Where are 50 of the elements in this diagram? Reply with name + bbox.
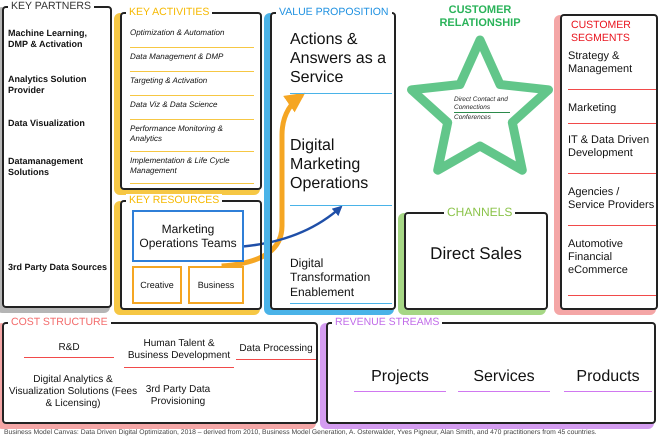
underlined-item [568, 102, 656, 124]
item-text: Actions & Answers as a Service [290, 30, 388, 88]
item-text: Optimization & Automation [130, 28, 224, 38]
item-text: 3rd Party Data Sources [8, 262, 108, 273]
item-text: Agencies / Service Providers [568, 186, 656, 212]
item-text: Data Visualization [8, 118, 85, 129]
item-text: Human Talent & Business Development [126, 338, 232, 362]
underlined-item [130, 124, 254, 152]
underlined-item [130, 52, 254, 72]
curved-arrow [244, 206, 343, 248]
item-text: Data Viz & Data Science [130, 100, 218, 110]
underlined-item [130, 156, 254, 184]
item-text: Data Processing [239, 342, 313, 354]
underlined-item [130, 76, 254, 96]
item-text: Automotive Financial eCommerce [568, 238, 629, 278]
item-text: Marketing [568, 102, 616, 116]
underlined-item [568, 50, 656, 90]
underlined-item [130, 100, 254, 120]
item-text: Machine Learning, DMP & Activation [8, 28, 88, 50]
item-text: Analytics Solution Provider [8, 74, 88, 96]
underlined-item [568, 134, 656, 174]
underlined-item [568, 186, 656, 226]
channel-text: Direct Sales [429, 244, 523, 264]
section-heading: CUSTOMER RELATIONSHIP [438, 4, 522, 30]
item-text: Digital Transformation Enablement [290, 256, 372, 300]
resource-box [132, 210, 244, 262]
item-text: Performance Monitoring & Analytics [130, 124, 224, 144]
item-text: Services [473, 366, 535, 386]
item-text: Products [576, 366, 640, 386]
item-text: Data Management & DMP [130, 52, 224, 62]
item-text: Implementation & Life Cycle Management [130, 156, 231, 176]
item-text: R&D [58, 342, 80, 354]
item-text: Datamanagement Solutions [8, 156, 84, 178]
underlined-item [130, 28, 254, 48]
item-text: Strategy & Management [568, 50, 634, 76]
underlined-item [290, 136, 392, 206]
item-text: Projects [371, 366, 429, 386]
item-text: Targeting & Activation [130, 76, 208, 86]
curved-arrow [221, 92, 306, 268]
resource-label: Creative [140, 280, 174, 290]
item-text: IT & Data Driven Development [568, 134, 650, 160]
item-text: Digital Analytics & Visualization Solutions (Fees & Licensing) [8, 374, 138, 410]
resource-box [132, 266, 182, 304]
underlined-item [568, 238, 656, 296]
item-text: Digital Marketing Operations [290, 136, 370, 194]
resource-label: Marketing Operations Teams [138, 222, 238, 250]
panel-heading: CHANNELS [444, 206, 516, 219]
underlined-item [290, 256, 392, 304]
resource-box [188, 266, 244, 304]
resource-label: Business [198, 280, 234, 290]
